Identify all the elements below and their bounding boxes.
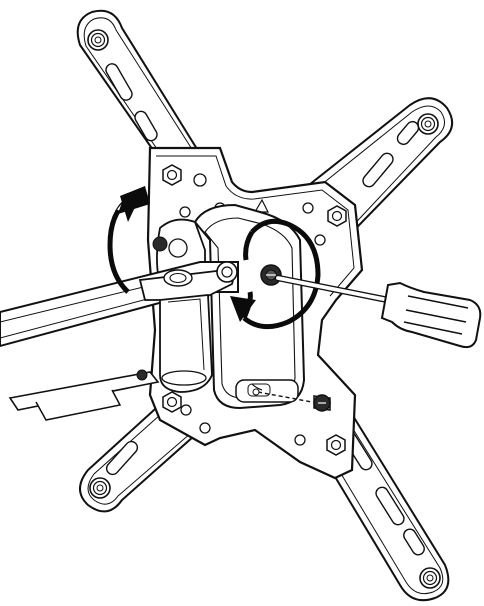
bolt-lower-right [419, 567, 441, 589]
extension-arm [0, 261, 239, 421]
screwdriver-icon [274, 274, 482, 349]
nut-upper-left [162, 164, 182, 186]
nut-lower-right [326, 434, 346, 456]
bolt-lower-left [89, 477, 111, 499]
bolt-upper-left [87, 29, 109, 51]
counterclockwise-arrow-icon [107, 186, 150, 294]
bolt-upper-right [417, 113, 439, 135]
nut-upper-right [327, 205, 347, 227]
screw-icon [251, 383, 331, 412]
nut-lower-left [162, 391, 182, 413]
clockwise-arrow-icon [230, 218, 321, 330]
vesa-arm-upper-left [76, 9, 213, 172]
